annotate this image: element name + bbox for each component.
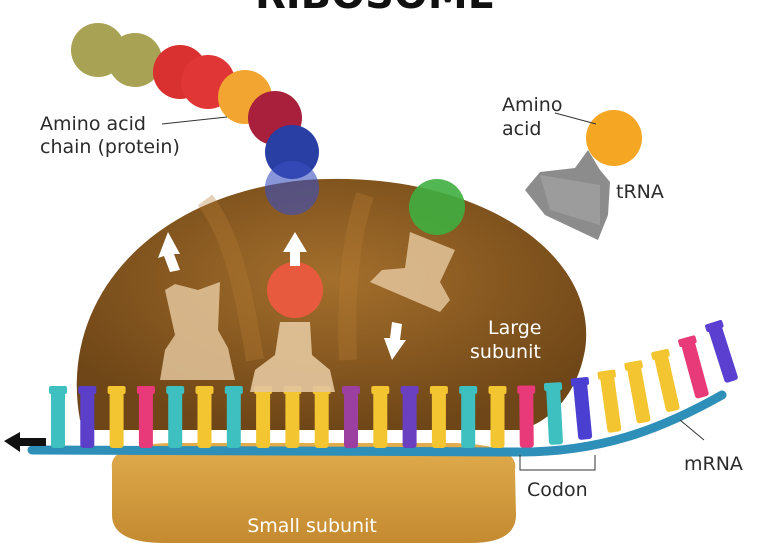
nucleotide-cap [342,386,360,394]
amino-acid-center [267,262,323,318]
nucleotide [627,364,651,424]
label-large-subunit-2: subunit [470,341,541,363]
nucleotide-cap [429,386,448,394]
nucleotide [546,386,563,445]
trna-exiting [160,282,235,380]
nucleotide [654,353,680,412]
nucleotide-cap [543,382,563,392]
nucleotide [197,390,212,448]
label-mrna: mRNA [684,453,743,475]
label-amino-acid-chain: Amino acid [40,113,146,135]
label-trna: tRNA [616,181,664,203]
small-subunit [111,443,517,543]
nucleotide [51,390,65,448]
large-subunit-fold [338,192,374,361]
label-codon: Codon [527,479,588,501]
nucleotide [80,390,95,448]
nucleotide [461,390,476,448]
exit-arrow-center [283,232,307,266]
nucleotide [402,390,417,448]
nucleotide-cap [136,386,155,394]
nucleotide-cap [597,369,616,380]
mrna-direction-arrow [4,432,46,452]
nucleotide-cap [570,376,590,387]
nucleotide [344,390,358,448]
amino-acid-chain [71,23,319,215]
mrna-strand [27,390,727,457]
nucleotide-cap [49,386,67,394]
label-small-subunit: Small subunit [247,515,377,537]
nucleotide-cap [651,348,670,360]
nucleotide [138,390,153,448]
amino-acid-entering [409,179,465,235]
nucleotide [573,381,593,440]
nucleotide-cap [400,386,419,394]
codon-bracket [519,455,596,471]
trna-entering [370,232,455,312]
nucleotide [373,390,388,448]
large-subunit-fold [197,194,264,362]
exit-arrow-left [158,232,180,272]
label-large-subunit: Large [488,317,541,339]
nucleotide [109,390,124,448]
trna-center [250,322,335,392]
nucleotide [314,390,329,448]
pointer-line [679,419,705,441]
enter-arrow-right [384,322,406,360]
label-amino-acid-chain-2: chain (protein) [40,136,180,158]
label-amino-acid: Amino [502,94,562,116]
nucleotide [600,374,622,433]
free-amino-acid [586,110,642,166]
nucleotide [285,390,300,448]
nucleotide [256,390,271,448]
label-amino-acid-2: acid [502,118,541,140]
nucleotide-cap [488,386,507,394]
nucleotide-cap [371,386,390,394]
nucleotide [168,390,183,448]
pointer-line [161,116,228,125]
nucleotide-cap [224,386,243,394]
nucleotide-cap [517,385,536,394]
nucleotide-group [49,319,738,448]
nucleotide-cap [78,386,97,394]
nucleotide-cap [195,386,214,394]
nucleotide [681,340,709,399]
nucleotide-cap [678,335,697,347]
nucleotide-cap [107,386,126,394]
nucleotide-cap [459,386,478,394]
nucleotide [490,390,505,448]
nucleotide-cap [624,360,643,371]
nucleotide [431,390,446,448]
pointer-line [554,112,597,125]
amino-acid-bead [108,33,162,87]
nucleotide-cap [166,386,185,394]
diagram-title: RIBOSOME [255,0,495,18]
nucleotide [708,324,738,383]
amino-acid-bead [265,161,319,215]
free-trna-shade [540,175,600,225]
nucleotide-cap [705,319,724,333]
nucleotide [226,390,241,448]
nucleotide [519,389,534,448]
